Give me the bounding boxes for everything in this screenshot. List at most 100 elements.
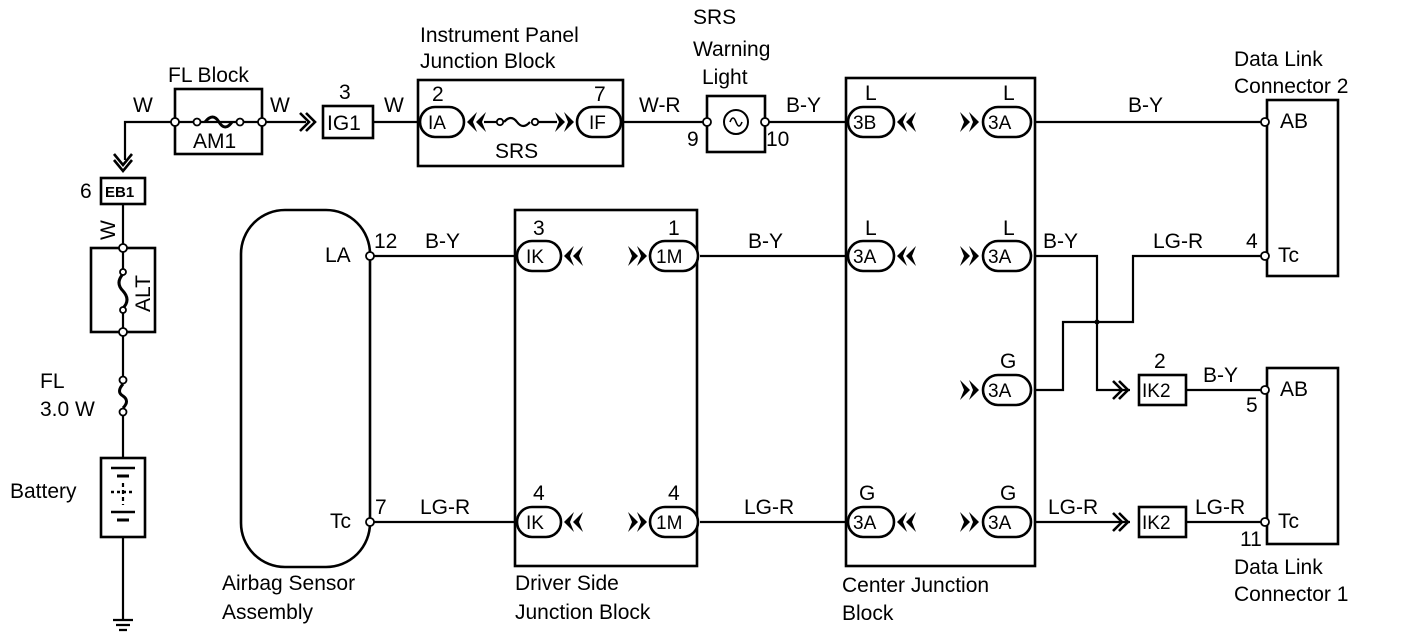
wire-label-b-y-6: B-Y	[1203, 364, 1238, 387]
airbag-title-1: Airbag Sensor	[222, 572, 355, 595]
ipjb-pin-left: 2	[432, 83, 444, 106]
cjb-title-1: Center Junction	[842, 574, 989, 597]
airbag-la-pin: 12	[374, 230, 397, 253]
dlc2-title-2: Connector 2	[1234, 75, 1348, 98]
ipjb-connector-if	[575, 105, 623, 139]
eb1-pin: 6	[80, 180, 92, 203]
srs-light-pin-in: 9	[687, 128, 699, 151]
wire-label-b-y-3: B-Y	[748, 230, 783, 253]
wire-label-lg-r-5: LG-R	[1195, 496, 1245, 519]
srs-fuse-label: SRS	[495, 140, 538, 163]
ig1-label: IG1	[327, 112, 361, 135]
dlc1-title-1: Data Link	[1234, 556, 1323, 579]
fl-fuse-label-2: 3.0 W	[40, 398, 95, 421]
wire-label-b-y-5: B-Y	[1043, 230, 1078, 253]
dsjb-connector-ik-bot	[515, 505, 563, 539]
airbag-title-2: Assembly	[222, 601, 314, 624]
data-link-connector-2	[1265, 98, 1340, 278]
dsjb-connector-1m-top	[648, 239, 700, 273]
cjb-connector-3a-1	[981, 105, 1033, 139]
ipjb-connector-if-label: IF	[589, 113, 606, 134]
cjb-pin-g-1: G	[1000, 350, 1016, 373]
cjb-connector-3a-4	[981, 373, 1033, 407]
cjb-pin-l-3: L	[865, 217, 877, 240]
dsjb-1m-bot-pin: 4	[668, 482, 680, 505]
wire-label-w-1: W	[133, 94, 153, 117]
center-junction-block	[844, 76, 1037, 568]
wire-label-lg-r-1: LG-R	[420, 496, 470, 519]
wire-label-w-r: W-R	[639, 94, 681, 117]
dsjb-ik-bot-pin: 4	[533, 482, 545, 505]
ipjb-title-2: Junction Block	[420, 50, 556, 73]
cjb-3a-3-label: 3A	[988, 247, 1012, 268]
dlc1-ab-pin: 5	[1246, 394, 1258, 417]
dlc1-tc-pin: 11	[1240, 528, 1262, 551]
cjb-pin-l-1: L	[865, 82, 877, 105]
fl-block	[170, 87, 267, 156]
cjb-pin-l-4: L	[1003, 217, 1015, 240]
ik2-connector-top	[1137, 373, 1188, 407]
airbag-tc-label: Tc	[330, 510, 351, 533]
wire-label-w-3: W	[384, 94, 404, 117]
eb1-label: EB1	[105, 184, 134, 201]
cjb-pin-g-2: G	[859, 482, 875, 505]
cjb-title-2: Block	[842, 602, 894, 625]
cjb-3a-1-label: 3A	[988, 113, 1012, 134]
fl-block-label: FL Block	[168, 64, 249, 87]
srs-light-title-1: SRS	[693, 6, 736, 29]
ik2-pin: 2	[1154, 350, 1166, 373]
dlc1-title-2: Connector 1	[1234, 583, 1348, 606]
cjb-connector-3a-3	[981, 239, 1033, 273]
wire-label-w-vertical: W	[97, 220, 120, 240]
wire-label-lg-r-4: LG-R	[1048, 496, 1098, 519]
eb1-connector	[99, 176, 147, 206]
airbag-sensor-assembly	[239, 208, 372, 569]
cjb-pin-g-3: G	[1000, 482, 1016, 505]
srs-light-title-3: Light	[702, 66, 748, 89]
airbag-tc-pin: 7	[375, 496, 387, 519]
wire-label-lg-r-3: LG-R	[1153, 230, 1203, 253]
fl-fuse-label-1: FL	[40, 370, 65, 393]
wire-label-b-y-2: B-Y	[425, 230, 460, 253]
wire-label-lg-r-2: LG-R	[744, 496, 794, 519]
wire-label-b-y-4: B-Y	[1128, 94, 1163, 117]
airbag-la-label: LA	[325, 244, 351, 267]
ik2-top-label: IK2	[1142, 381, 1171, 402]
cjb-3a-6-label: 3A	[988, 513, 1012, 534]
ipjb-connector-ia-label: IA	[428, 113, 446, 134]
cjb-3a-2-label: 3A	[853, 247, 877, 268]
dsjb-1m-top-pin: 1	[668, 217, 680, 240]
ik2-connector-bot	[1137, 505, 1188, 539]
ipjb-connector-ia	[418, 105, 466, 139]
wire-label-w-2: W	[270, 94, 290, 117]
ig1-connector	[321, 104, 375, 140]
dsjb-ik-top-pin: 3	[533, 217, 545, 240]
dlc2-title-1: Data Link	[1234, 48, 1323, 71]
ipjb-pin-right: 7	[594, 83, 606, 106]
cjb-3a-4-label: 3A	[988, 381, 1012, 402]
dsjb-title-1: Driver Side	[515, 572, 619, 595]
cjb-connector-3a-5	[846, 505, 896, 539]
ipjb-title-1: Instrument Panel	[420, 24, 579, 47]
dlc2-tc-pin: 4	[1246, 230, 1258, 253]
dsjb-1m-top-label: 1M	[656, 247, 682, 268]
battery-label: Battery	[10, 480, 77, 503]
srs-light-title-2: Warning	[693, 38, 770, 61]
dsjb-title-2: Junction Block	[515, 601, 651, 624]
dlc2-ab-label: AB	[1280, 110, 1308, 133]
cjb-connector-3a-6	[981, 505, 1033, 539]
dsjb-connector-ik-top	[515, 239, 563, 273]
wire-label-b-y-1: B-Y	[786, 94, 821, 117]
alt-label: ALT	[132, 275, 155, 312]
dlc1-ab-label: AB	[1280, 378, 1308, 401]
dsjb-ik-top-label: IK	[526, 247, 544, 268]
dsjb-ik-bot-label: IK	[526, 513, 544, 534]
dlc1-tc-label: Tc	[1278, 510, 1299, 533]
srs-light-pin-out: 10	[766, 128, 789, 151]
ig1-pin: 3	[339, 81, 351, 104]
ik2-bot-label: IK2	[1142, 513, 1171, 534]
dsjb-1m-bot-label: 1M	[656, 513, 682, 534]
am1-label: AM1	[193, 130, 236, 153]
cjb-3b-label: 3B	[853, 113, 876, 134]
